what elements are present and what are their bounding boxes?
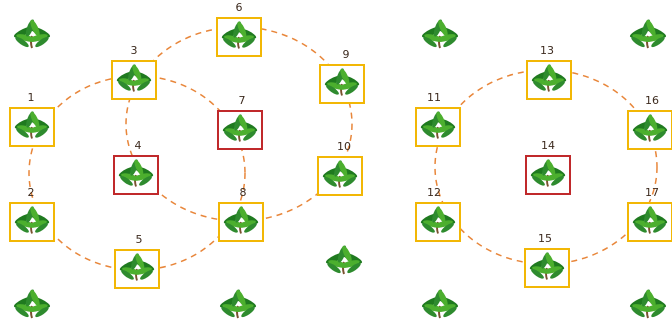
- plant-number-label: 13: [540, 44, 554, 57]
- plant-number-label: 12: [427, 186, 441, 199]
- plant-node-15: 15: [524, 232, 570, 288]
- plant-node-8: 8: [218, 186, 264, 242]
- plant-number-label: 11: [427, 91, 441, 104]
- plant-number-label: 15: [538, 232, 552, 245]
- plant-node-1: 1: [9, 91, 55, 147]
- dashed-ring-far-right: [434, 69, 658, 265]
- plant-number-label: 14: [541, 139, 555, 152]
- plant-node-9: 9: [319, 48, 365, 104]
- plant-number-label: 16: [645, 94, 659, 107]
- palm-plant-icon: [323, 243, 365, 276]
- palm-plant-icon: [419, 17, 461, 50]
- palm-plant-icon: [217, 287, 259, 320]
- plant-node-11: 11: [415, 91, 461, 147]
- plant-node-6: 6: [216, 1, 262, 57]
- plant-number-label: 17: [645, 186, 659, 199]
- plant-number-label: 5: [136, 233, 143, 246]
- plant-node-5: 5: [114, 233, 160, 289]
- palm-plant-icon: [419, 287, 461, 320]
- plant-number-label: 4: [135, 139, 142, 152]
- plant-number-label: 1: [28, 91, 35, 104]
- palm-plant-icon: [627, 17, 669, 50]
- palm-plant-icon: [627, 287, 669, 320]
- plant-node-2: 2: [9, 186, 55, 242]
- plant-number-label: 8: [240, 186, 247, 199]
- plant-node-17: 17: [627, 186, 672, 242]
- plant-number-label: 2: [28, 186, 35, 199]
- plant-number-label: 3: [131, 44, 138, 57]
- plant-number-label: 6: [236, 1, 243, 14]
- plant-node-16: 16: [627, 94, 672, 150]
- plant-number-label: 7: [239, 94, 246, 107]
- plant-node-3: 3: [111, 44, 157, 100]
- dashed-ring-right: [125, 26, 353, 222]
- palm-plant-icon: [11, 17, 53, 50]
- plant-node-10: 10: [317, 140, 363, 196]
- plant-number-label: 9: [343, 48, 350, 61]
- plant-node-13: 13: [526, 44, 572, 100]
- plant-node-12: 12: [415, 186, 461, 242]
- plant-number-label: 10: [337, 140, 351, 153]
- plant-node-4: 4: [113, 139, 159, 195]
- dashed-ring-left: [28, 75, 246, 271]
- palm-plant-icon: [11, 287, 53, 320]
- dashed-rings: [28, 26, 658, 271]
- plant-node-14: 14: [525, 139, 571, 195]
- plant-node-7: 7: [217, 94, 263, 150]
